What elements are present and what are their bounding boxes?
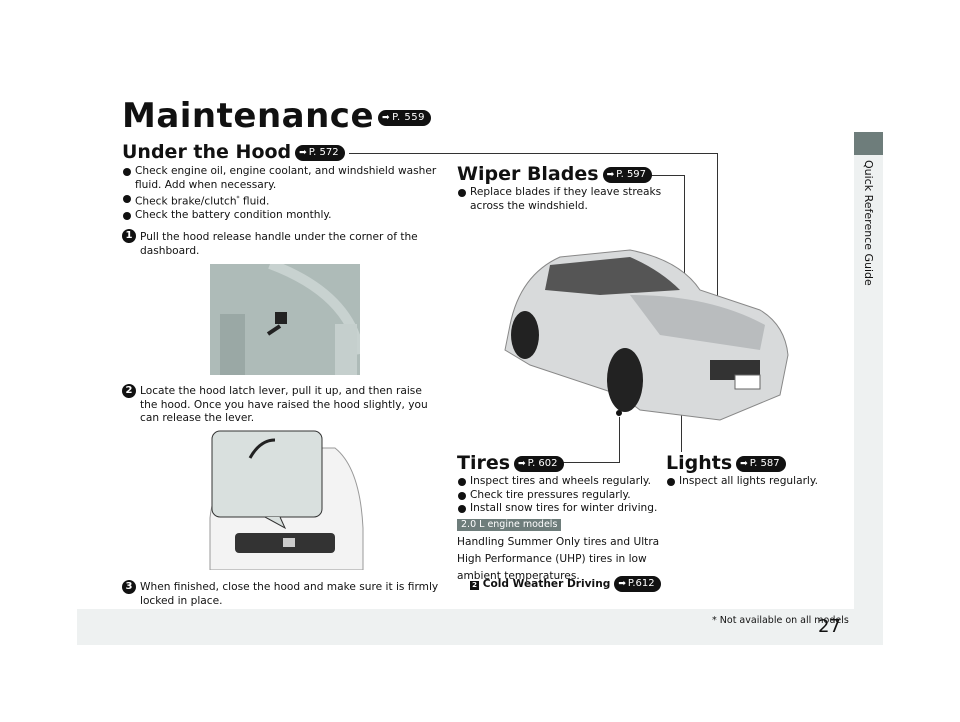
- bullet: Check engine oil, engine coolant, and wi…: [122, 165, 442, 192]
- lights-bullets: Inspect all lights regularly.: [666, 475, 846, 489]
- page-title: Maintenance➡P. 559: [122, 96, 431, 136]
- bullet: Check brake/clutch* fluid.: [122, 192, 442, 209]
- bullet: Replace blades if they leave streaks acr…: [457, 186, 667, 213]
- bullet: Inspect tires and wheels regularly.: [457, 475, 667, 489]
- step-3-badge: 3: [122, 580, 136, 594]
- page-number: 27: [818, 616, 841, 637]
- step-2-text: Locate the hood latch lever, pull it up,…: [140, 385, 428, 424]
- page-ref-link[interactable]: ➡P. 559: [378, 109, 431, 126]
- side-strip: [854, 132, 883, 609]
- lights-heading: Lights➡P. 587: [666, 452, 786, 474]
- tires-ref-link[interactable]: ➡P. 602: [514, 455, 564, 472]
- wiper-callout-line-v: [684, 175, 685, 298]
- side-tab-label: Quick Reference Guide: [862, 160, 875, 286]
- step-1-badge: 1: [122, 229, 136, 243]
- step-3-text: When finished, close the hood and make s…: [140, 581, 439, 607]
- engine-model-tag: 2.0 L engine models: [457, 519, 562, 531]
- bullet: Inspect all lights regularly.: [666, 475, 846, 489]
- cross-reference-icon: 2: [470, 581, 479, 590]
- hood-callout-line: [328, 153, 718, 154]
- footnote: * Not available on all models: [712, 615, 849, 626]
- hood-ref-link[interactable]: ➡P. 572: [295, 144, 345, 161]
- tires-bullets: Inspect tires and wheels regularly. Chec…: [457, 475, 667, 516]
- car-illustration: [504, 249, 789, 421]
- tire-callout-line: [560, 462, 620, 463]
- wiper-ref-link[interactable]: ➡P. 597: [602, 166, 653, 183]
- hood-heading: Under the Hood➡P. 572: [122, 141, 349, 163]
- hood-latch-illustration: [209, 430, 364, 571]
- hood-release-illustration: [220, 259, 365, 375]
- tires-note: Handling Summer Only tires and Ultra Hig…: [457, 536, 660, 582]
- lights-ref-link[interactable]: ➡P. 587: [736, 455, 786, 472]
- bullet: Check the battery condition monthly.: [122, 209, 442, 223]
- hood-callout-line-v: [717, 153, 718, 310]
- wiper-heading: Wiper Blades➡P. 597: [457, 163, 653, 185]
- wiper-bullets: Replace blades if they leave streaks acr…: [457, 186, 667, 213]
- section-tab[interactable]: [854, 132, 883, 155]
- cold-weather-link[interactable]: 2 Cold Weather Driving➡P.612: [470, 576, 661, 592]
- bullet: Check tire pressures regularly.: [457, 489, 667, 503]
- step-1-text: Pull the hood release handle under the c…: [140, 231, 418, 257]
- hood-latch-image: [205, 428, 365, 571]
- footer-band: [77, 609, 883, 645]
- tires-heading: Tires➡P. 602: [457, 452, 564, 474]
- tire-callout-line-v: [619, 413, 620, 463]
- bullet: Install snow tires for winter driving.: [457, 502, 667, 516]
- hood-bullets: Check engine oil, engine coolant, and wi…: [122, 165, 442, 223]
- hood-release-image: [210, 259, 365, 375]
- step-2-badge: 2: [122, 384, 136, 398]
- wiper-callout-line: [632, 175, 684, 176]
